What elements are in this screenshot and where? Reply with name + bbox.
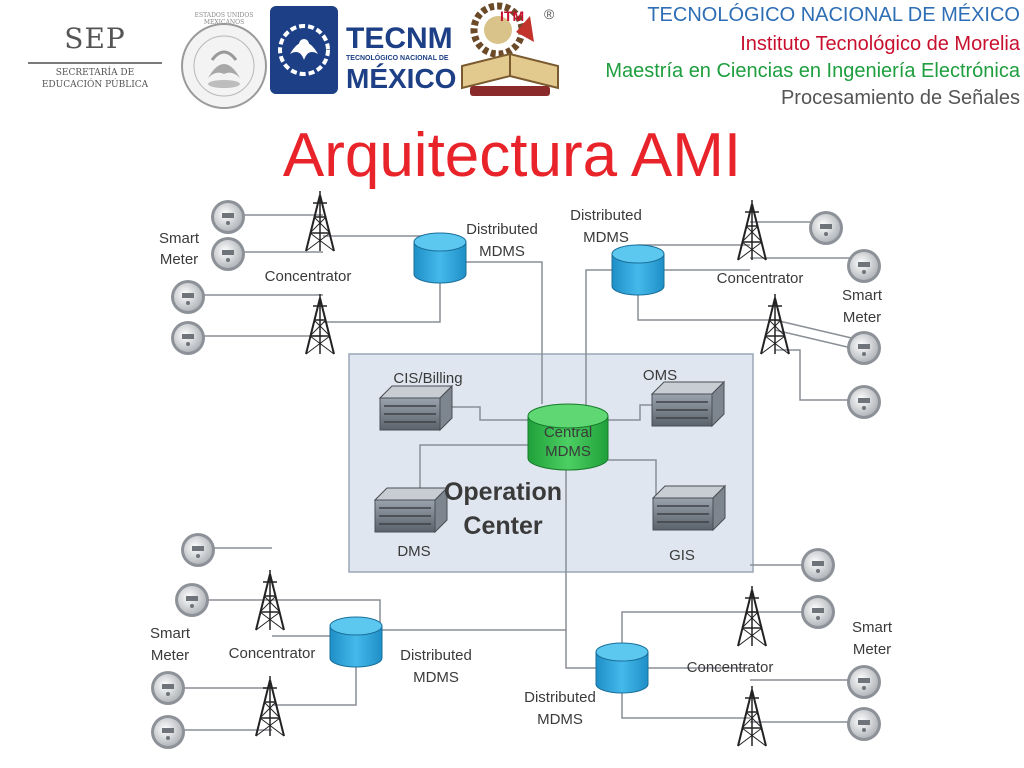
operation-center-label-line-2: Center (463, 512, 542, 540)
smart-meter-icon (847, 249, 881, 283)
distributed-mdms-cylinder (595, 642, 649, 694)
institution-line-1: TECNOLÓGICO NACIONAL DE MÉXICO (647, 4, 1020, 26)
server-icon (651, 381, 725, 427)
concentrator-label: Concentrator (265, 268, 352, 285)
itm-logo: ITM ® (456, 2, 566, 100)
smart-meter-icon (181, 533, 215, 567)
smart-meter-icon (211, 237, 245, 271)
smart-meter-label-line-2: Meter (160, 251, 198, 268)
operation-center-label-line-1: Operation (444, 478, 562, 506)
smart-meter-label-line-1: Smart (150, 625, 191, 642)
distributed-mdms-cylinder (611, 244, 665, 296)
smart-meter-icon (171, 280, 205, 314)
tecnm-logo-country: MÉXICO (346, 63, 457, 94)
central-mdms-cylinder (527, 403, 609, 471)
tower-icon (737, 199, 767, 261)
sep-logo: SEP SECRETARÍA DE EDUCACIÓN PÚBLICA (20, 22, 170, 102)
tower-icon (737, 685, 767, 747)
distributed-mdms-label-line-2: MDMS (413, 669, 459, 686)
oms-label: OMS (643, 367, 677, 384)
cis-billing-label: CIS/Billing (393, 370, 462, 387)
smart-meter-icon (211, 200, 245, 234)
distributed-mdms-label-line-2: MDMS (537, 711, 583, 728)
national-seal-text: ESTADOS UNIDOS MEXICANOS (194, 12, 254, 26)
distributed-mdms-cylinder (329, 616, 383, 668)
registered-mark: ® (544, 6, 555, 22)
sep-logo-subtitle-1: SECRETARÍA DE (55, 68, 135, 78)
server-icon (374, 487, 448, 533)
tower-icon (255, 675, 285, 737)
sep-logo-divider (28, 62, 162, 64)
dms-label: DMS (397, 543, 430, 560)
central-mdms-label-line-1: Central (544, 424, 592, 441)
smart-meter-label-line-2: Meter (843, 309, 881, 326)
smart-meter-label-line-1: Smart (842, 287, 883, 304)
smart-meter-icon (171, 321, 205, 355)
smart-meter-icon (847, 665, 881, 699)
smart-meter-label-line-2: Meter (151, 647, 189, 664)
smart-meter-icon (175, 583, 209, 617)
distributed-mdms-label-line-1: Distributed (466, 221, 538, 238)
concentrator-label: Concentrator (687, 659, 774, 676)
smart-meter-icon (847, 331, 881, 365)
smart-meter-icon (847, 385, 881, 419)
distributed-mdms-label-line-2: MDMS (583, 229, 629, 246)
concentrator-label: Concentrator (229, 645, 316, 662)
smart-meter-icon (809, 211, 843, 245)
national-seal-icon (181, 23, 267, 109)
sep-logo-title: SEP (64, 22, 126, 55)
smart-meter-icon (801, 595, 835, 629)
tecnm-logo-title: TECNM (346, 22, 453, 55)
distributed-mdms-cylinder (413, 232, 467, 284)
sep-logo-subtitle-2: EDUCACIÓN PÚBLICA (41, 80, 149, 90)
institution-line-3: Maestría en Ciencias en Ingeniería Elect… (605, 60, 1020, 82)
tower-icon (760, 293, 790, 355)
distributed-mdms-label-line-1: Distributed (524, 689, 596, 706)
central-mdms-label-line-2: MDMS (545, 443, 591, 460)
gis-label: GIS (669, 547, 695, 564)
slide-title: Arquitectura AMI (282, 121, 742, 190)
distributed-mdms-label-line-2: MDMS (479, 243, 525, 260)
distributed-mdms-label-line-1: Distributed (570, 207, 642, 224)
smart-meter-icon (801, 548, 835, 582)
smart-meter-label-line-1: Smart (159, 230, 200, 247)
smart-meter-icon (151, 671, 185, 705)
tecnm-emblem-icon (270, 6, 338, 94)
server-icon (379, 385, 453, 431)
itm-logo-letters: ITM (500, 8, 525, 24)
tower-icon (305, 293, 335, 355)
smart-meter-icon (151, 715, 185, 749)
tecnm-logo: TECNM TECNOLÓGICO NACIONAL DE MÉXICO (268, 0, 457, 100)
concentrator-label: Concentrator (717, 270, 804, 287)
server-icon (652, 485, 726, 531)
itm-emblem-icon (461, 2, 559, 96)
distributed-mdms-label-line-1: Distributed (400, 647, 472, 664)
institution-line-2: Instituto Tecnológico de Morelia (740, 33, 1020, 55)
tower-icon (737, 585, 767, 647)
tecnm-logo-subtitle: TECNOLÓGICO NACIONAL DE (346, 55, 449, 62)
institution-line-4: Procesamiento de Señales (780, 87, 1020, 109)
smart-meter-label-line-1: Smart (852, 619, 893, 636)
smart-meter-label-line-2: Meter (853, 641, 891, 658)
smart-meter-icon (847, 707, 881, 741)
tower-icon (305, 190, 335, 252)
